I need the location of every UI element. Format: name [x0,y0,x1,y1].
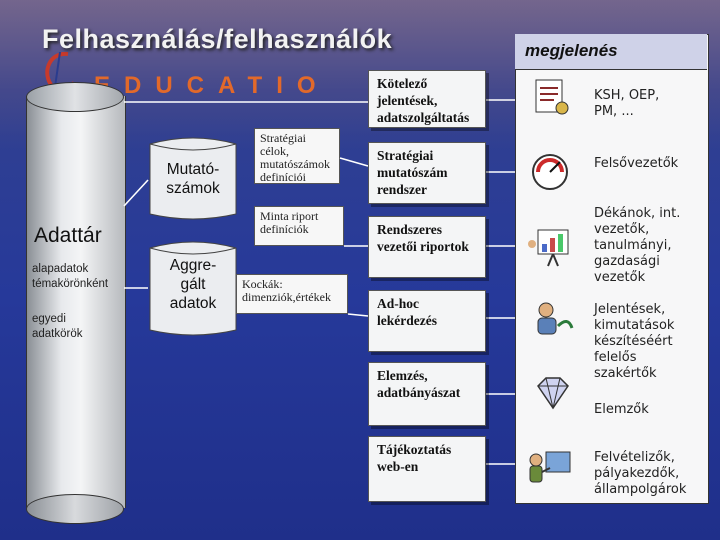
note-cubes: Kockák: dimenziók,értékek [236,274,348,314]
note-template-reports: Minta riport definíciók [254,206,344,246]
note-strategic: Stratégiai célok, mutatószámok definíció… [254,128,340,184]
audience-label: Elemzők [594,402,649,417]
web-user-icon [529,451,571,483]
analyst-icon [537,302,574,335]
output-adhoc-query: Ad-hoc lekérdezés [368,290,486,352]
data-repository-cylinder [26,82,126,524]
audience-label: Felsővezetők [594,156,679,171]
presentation-icon [528,229,569,267]
repository-label: Adattár [34,224,102,247]
page-title: Felhasználás/felhasználók [42,24,393,54]
output-data-mining: Elemzés, adatbányászat [368,362,486,426]
diamond-icon [537,377,569,410]
output-regular-reports: Rendszeres vezetői riportok [368,216,486,278]
output-mandatory-reports: Kötelező jelentések, adatszolgáltatás [368,70,486,128]
repository-item: egyedi adatkörök [32,313,83,340]
indicators-label: Mutató- számok [166,161,220,197]
audience-label: Felvételizők, pályakezdők, állampolgárok [594,450,687,497]
audience-label: Jelentések, kimutatások készítéséért fel… [594,302,675,381]
aggregated-data-shape [149,241,237,336]
output-strategic-indicators: Stratégiai mutatószám rendszer [368,142,486,204]
logo-text: EDUCATIO [94,72,330,99]
repository-item: alapadatok témakörönként [32,263,109,290]
aggregated-data-label: Aggre- gált adatok [169,257,217,312]
audience-label: Dékánok, int. vezetők, tanulmányi, gazda… [594,206,681,285]
indicators-shape [149,137,237,220]
document-icon [535,79,569,115]
gauge-icon [532,154,568,190]
output-web-information: Tájékoztatás web-en [368,436,486,502]
panel-title: megjelenés [515,34,707,70]
audience-label: KSH, OEP, PM, ... [594,88,660,119]
